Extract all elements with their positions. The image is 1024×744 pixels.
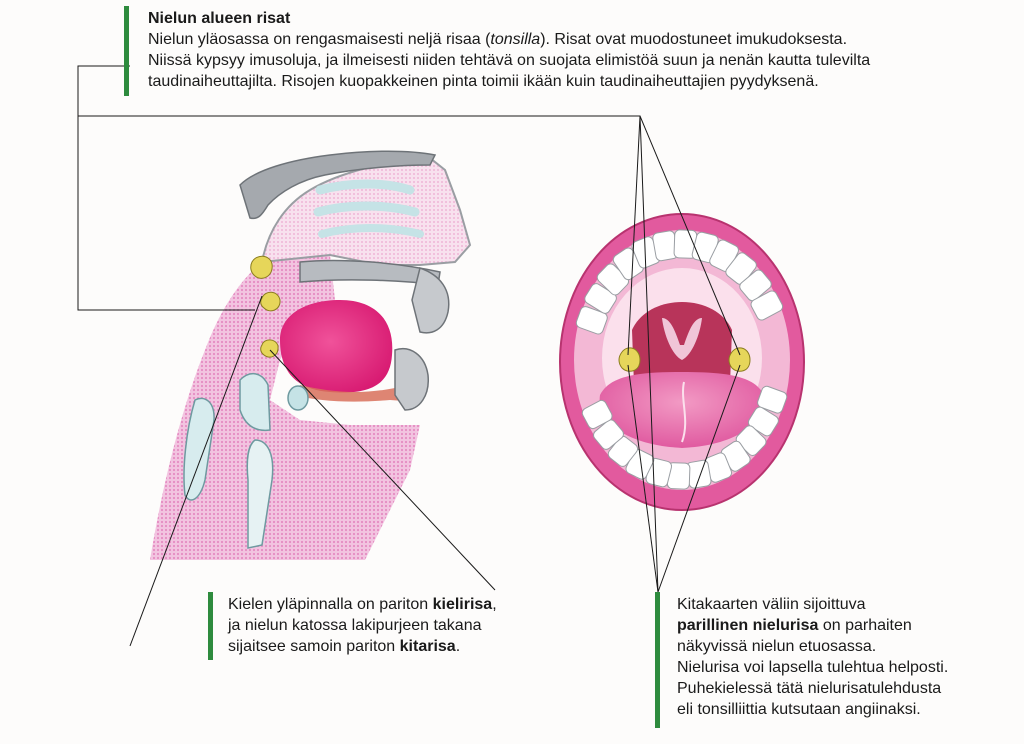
right-callout-line3: näkyvissä nielun etuosassa. xyxy=(677,638,877,655)
left-callout-text: Kielen yläpinnalla on pariton kielirisa,… xyxy=(228,594,568,657)
top-callout-line3: taudinaiheuttajilta. Risojen kuopakkeine… xyxy=(148,73,819,90)
tongue-muscle xyxy=(295,385,420,402)
right-callout-bar xyxy=(655,592,660,728)
left-callout-bar xyxy=(208,592,213,660)
lingual-tonsil xyxy=(260,339,279,358)
turbinate-2 xyxy=(313,201,420,217)
neck-tissue xyxy=(150,250,420,560)
leader-right-2 xyxy=(657,364,741,593)
top-callout-line2: Niissä kypsyy imusoluja, ja ilmeisesti n… xyxy=(148,52,871,69)
top-callout-text: Nielun alueen risat Nielun yläosassa on … xyxy=(148,8,998,92)
tongue xyxy=(280,300,393,393)
right-callout-line2: parillinen nielurisa on parhaiten xyxy=(677,617,912,634)
lower-tooth-10 xyxy=(593,419,624,450)
leader-top-right xyxy=(627,115,641,356)
teeth xyxy=(575,229,788,490)
left-callout-line2: ja nielun katossa lakipurjeen takana xyxy=(228,617,482,634)
head-cross-section xyxy=(150,150,472,560)
lower-tooth-0 xyxy=(757,385,788,414)
hyoid-bone xyxy=(287,385,309,411)
lower-jaw xyxy=(394,348,429,411)
upper-tooth-0 xyxy=(575,306,608,335)
nasal-cavity xyxy=(260,156,472,266)
pharynx xyxy=(632,302,732,385)
turbinate-1 xyxy=(315,179,415,195)
trachea xyxy=(246,439,274,549)
leader-right-1 xyxy=(627,364,659,593)
adenoid-tonsil xyxy=(250,255,273,279)
upper-tooth-11 xyxy=(750,290,784,321)
left-callout-line1: Kielen yläpinnalla on pariton kielirisa, xyxy=(228,596,497,613)
right-callout-line5: Puhekielessä tätä nielurisatulehdusta xyxy=(677,680,942,697)
leader-top-right-2 xyxy=(639,115,741,356)
uvula xyxy=(662,318,702,360)
lower-tooth-1 xyxy=(747,406,779,437)
top-callout-title: Nielun alueen risat xyxy=(148,10,291,27)
larynx xyxy=(239,373,271,432)
palatine-tonsil-right xyxy=(728,347,751,372)
leader-left-2 xyxy=(269,349,496,591)
palatine-tonsil-left xyxy=(618,347,641,372)
turbinate-3 xyxy=(318,224,424,238)
upper-tooth-10 xyxy=(739,269,772,302)
left-callout-line3: sijaitsee samoin pariton kitarisa. xyxy=(228,638,461,655)
skull-bone xyxy=(239,150,437,220)
leader-lines xyxy=(77,65,741,647)
upper-lip xyxy=(411,267,450,334)
leader-left-1 xyxy=(129,295,263,647)
spine xyxy=(183,397,215,501)
lower-tooth-11 xyxy=(581,399,613,430)
leader-top xyxy=(77,65,255,311)
top-callout-line1: Nielun yläosassa on rengasmaisesti neljä… xyxy=(148,31,848,48)
right-callout-line4: Nielurisa voi lapsella tulehtua helposti… xyxy=(677,659,949,676)
tubal-tonsil xyxy=(260,291,281,312)
mouth-tongue xyxy=(599,372,765,448)
right-callout-text: Kitakaarten väliin sijoittuva parillinen… xyxy=(677,594,1002,720)
right-callout-line6: eli tonsilliittia kutsutaan angiinaksi. xyxy=(677,701,921,718)
tongue-groove xyxy=(681,381,687,443)
right-callout-line1: Kitakaarten väliin sijoittuva xyxy=(677,596,866,613)
top-callout-bar xyxy=(124,6,129,96)
